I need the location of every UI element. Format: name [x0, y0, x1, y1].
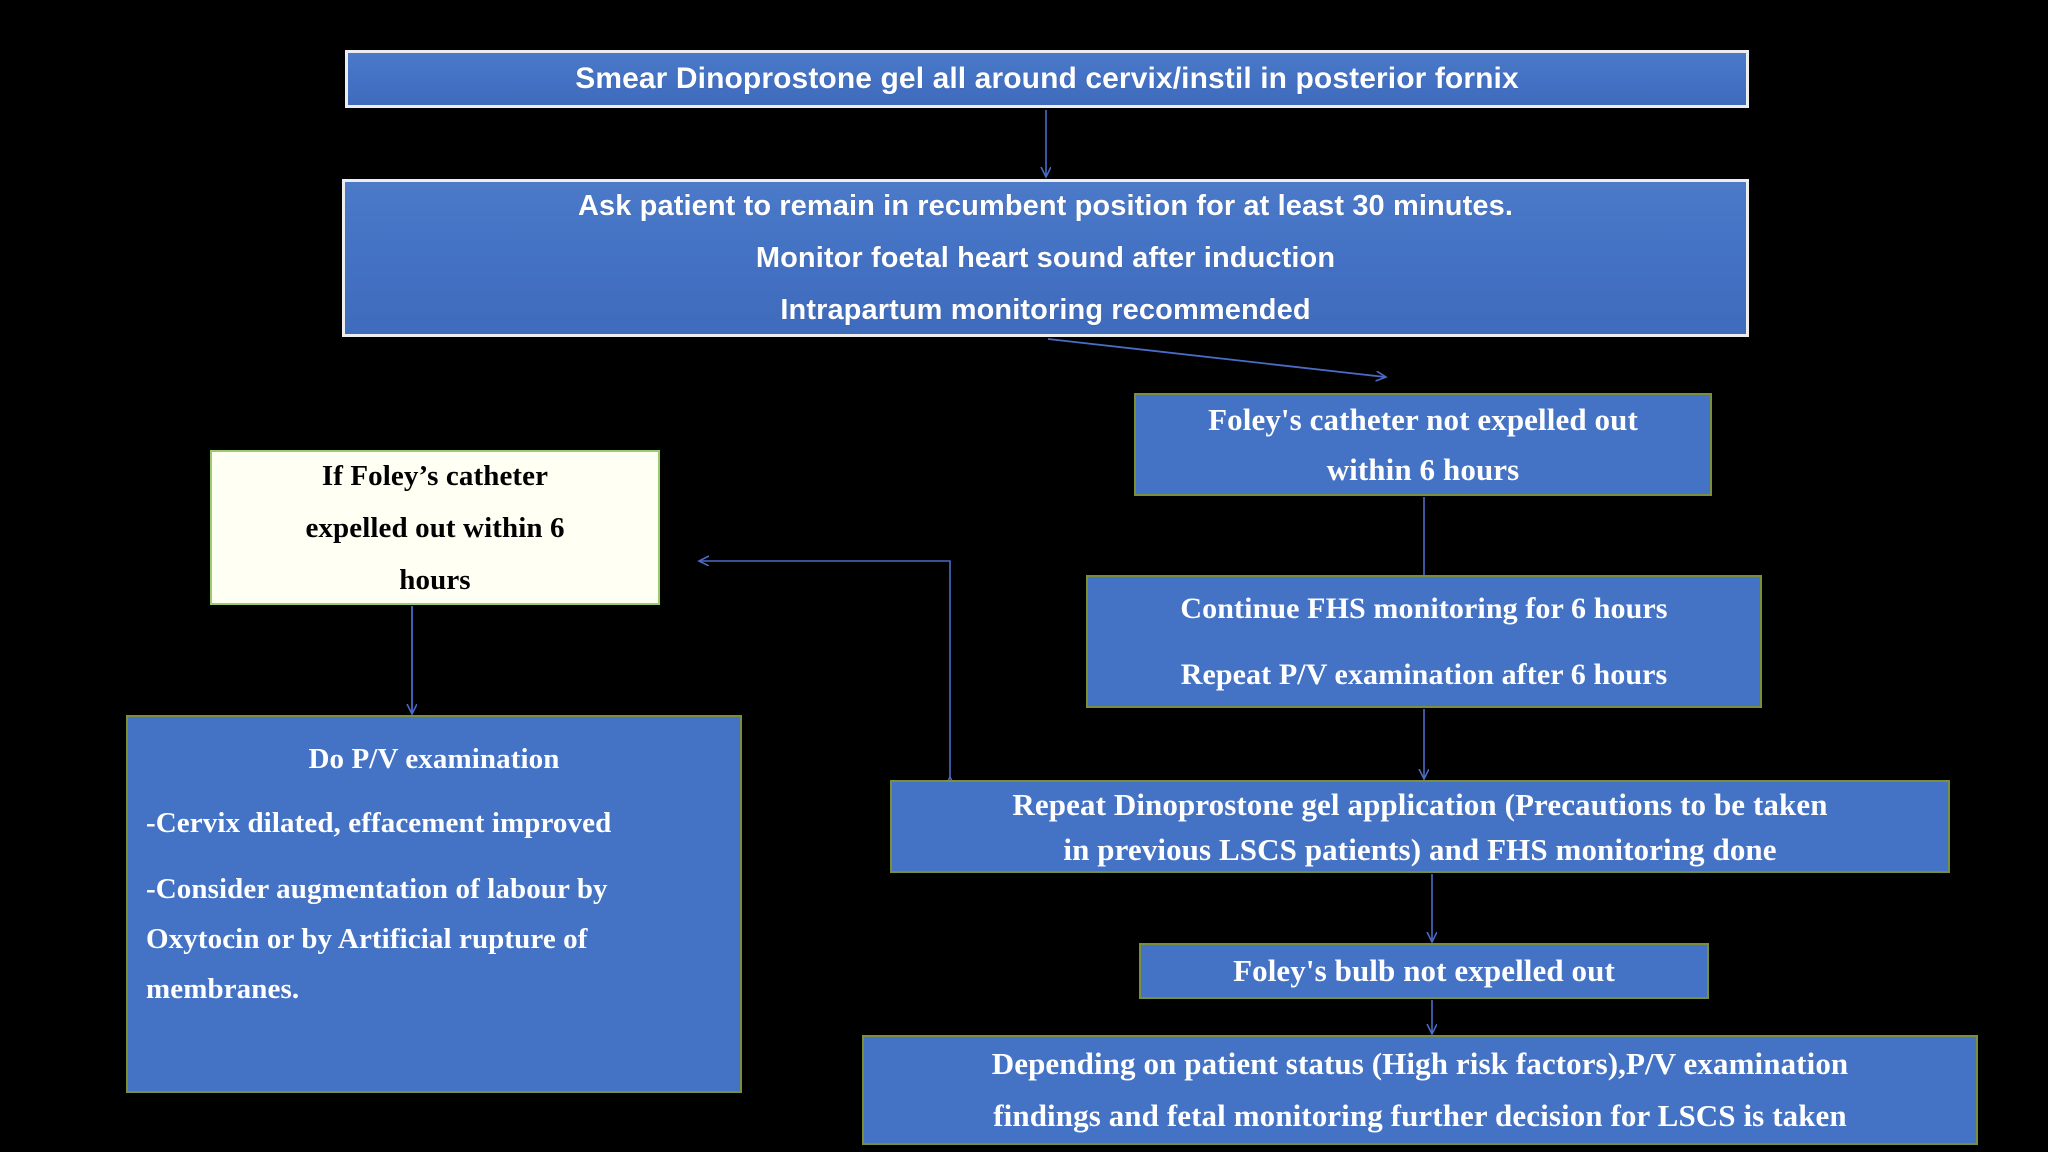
node-continue-fhs-monitoring[interactable]: Continue FHS monitoring for 6 hours Repe…: [1086, 575, 1762, 708]
node-smear-line-1: Smear Dinoprostone gel all around cervix…: [575, 62, 1519, 95]
node-white-line-2: expelled out within 6: [305, 511, 565, 544]
node-ask-line-3: Intrapartum monitoring recommended: [780, 294, 1311, 326]
node-depending-line-1: Depending on patient status (High risk f…: [991, 1046, 1849, 1081]
node-if-foley-catheter-expelled[interactable]: If Foley’s catheter expelled out within …: [210, 450, 660, 605]
node-not-expelled-line-1: Foley's catheter not expelled out: [1208, 401, 1638, 437]
node-continue-line-2: Repeat P/V examination after 6 hours: [1180, 657, 1668, 691]
connector-ask-to-not-expelled: [1047, 338, 1385, 377]
node-not-expelled-line-2: within 6 hours: [1326, 451, 1520, 487]
node-white-line-3: hours: [399, 563, 471, 596]
node-do-pv-title: Do P/V examination: [308, 743, 560, 775]
node-do-pv-examination[interactable]: Do P/V examination -Cervix dilated, effa…: [126, 715, 742, 1093]
node-bulb-line-1: Foley's bulb not expelled out: [1233, 953, 1615, 988]
node-do-pv-point-1: -Cervix dilated, effacement improved: [146, 807, 612, 839]
node-repeat-line-2: in previous LSCS patients) and FHS monit…: [1063, 831, 1777, 867]
node-do-pv-point-2: -Consider augmentation of labour by Oxyt…: [146, 873, 608, 1005]
node-foley-bulb-not-expelled[interactable]: Foley's bulb not expelled out: [1139, 943, 1709, 999]
node-white-line-1: If Foley’s catheter: [321, 459, 549, 492]
node-foley-catheter-not-expelled[interactable]: Foley's catheter not expelled out within…: [1134, 393, 1712, 496]
node-ask-line-2: Monitor foetal heart sound after inducti…: [755, 242, 1336, 274]
node-continue-line-1: Continue FHS monitoring for 6 hours: [1180, 591, 1668, 625]
node-repeat-line-1: Repeat Dinoprostone gel application (Pre…: [1012, 786, 1828, 822]
node-smear-dinoprostone[interactable]: Smear Dinoprostone gel all around cervix…: [345, 50, 1749, 108]
node-depending-line-2: findings and fetal monitoring further de…: [993, 1098, 1847, 1133]
node-repeat-dinoprostone-gel[interactable]: Repeat Dinoprostone gel application (Pre…: [890, 780, 1950, 873]
node-ask-line-1: Ask patient to remain in recumbent posit…: [578, 190, 1513, 222]
node-ask-patient-recumbent[interactable]: Ask patient to remain in recumbent posit…: [342, 179, 1749, 337]
node-depending-on-patient-status[interactable]: Depending on patient status (High risk f…: [862, 1035, 1978, 1145]
